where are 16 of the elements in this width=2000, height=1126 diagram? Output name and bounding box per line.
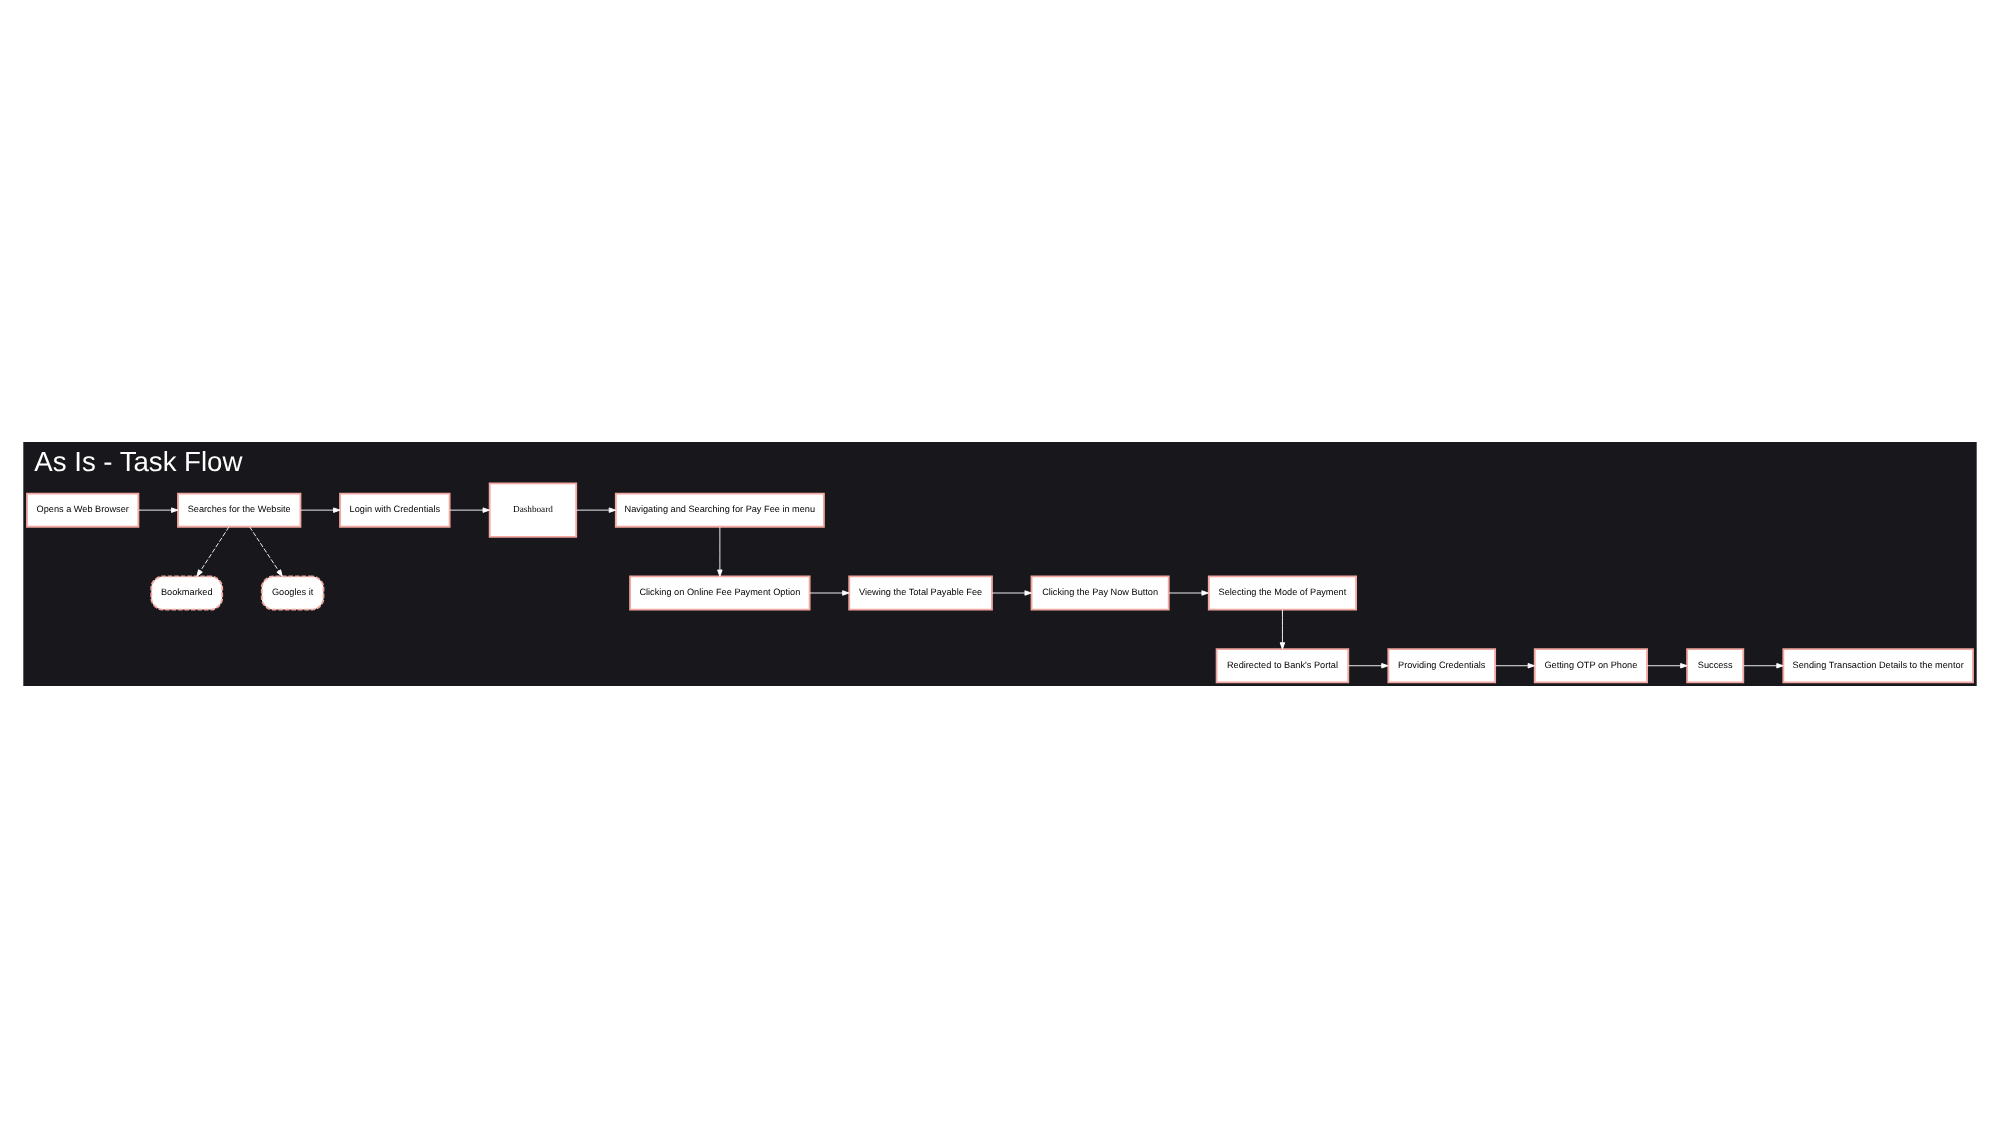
arrow: [1743, 662, 1784, 668]
arrow: [196, 525, 230, 576]
arrow: [1347, 662, 1389, 668]
arrow: [1168, 589, 1209, 595]
arrow: [991, 589, 1032, 595]
diagram-title: As Is - Task Flow: [34, 444, 243, 477]
arrow: [1646, 662, 1688, 668]
arrow: [809, 589, 850, 595]
arrow: [138, 506, 179, 512]
arrow: [717, 525, 723, 576]
arrow: [1279, 608, 1286, 649]
arrow: [249, 525, 283, 576]
arrow: [575, 506, 617, 512]
arrow: [300, 506, 341, 512]
arrow: [449, 506, 490, 512]
arrow: [1494, 662, 1535, 668]
